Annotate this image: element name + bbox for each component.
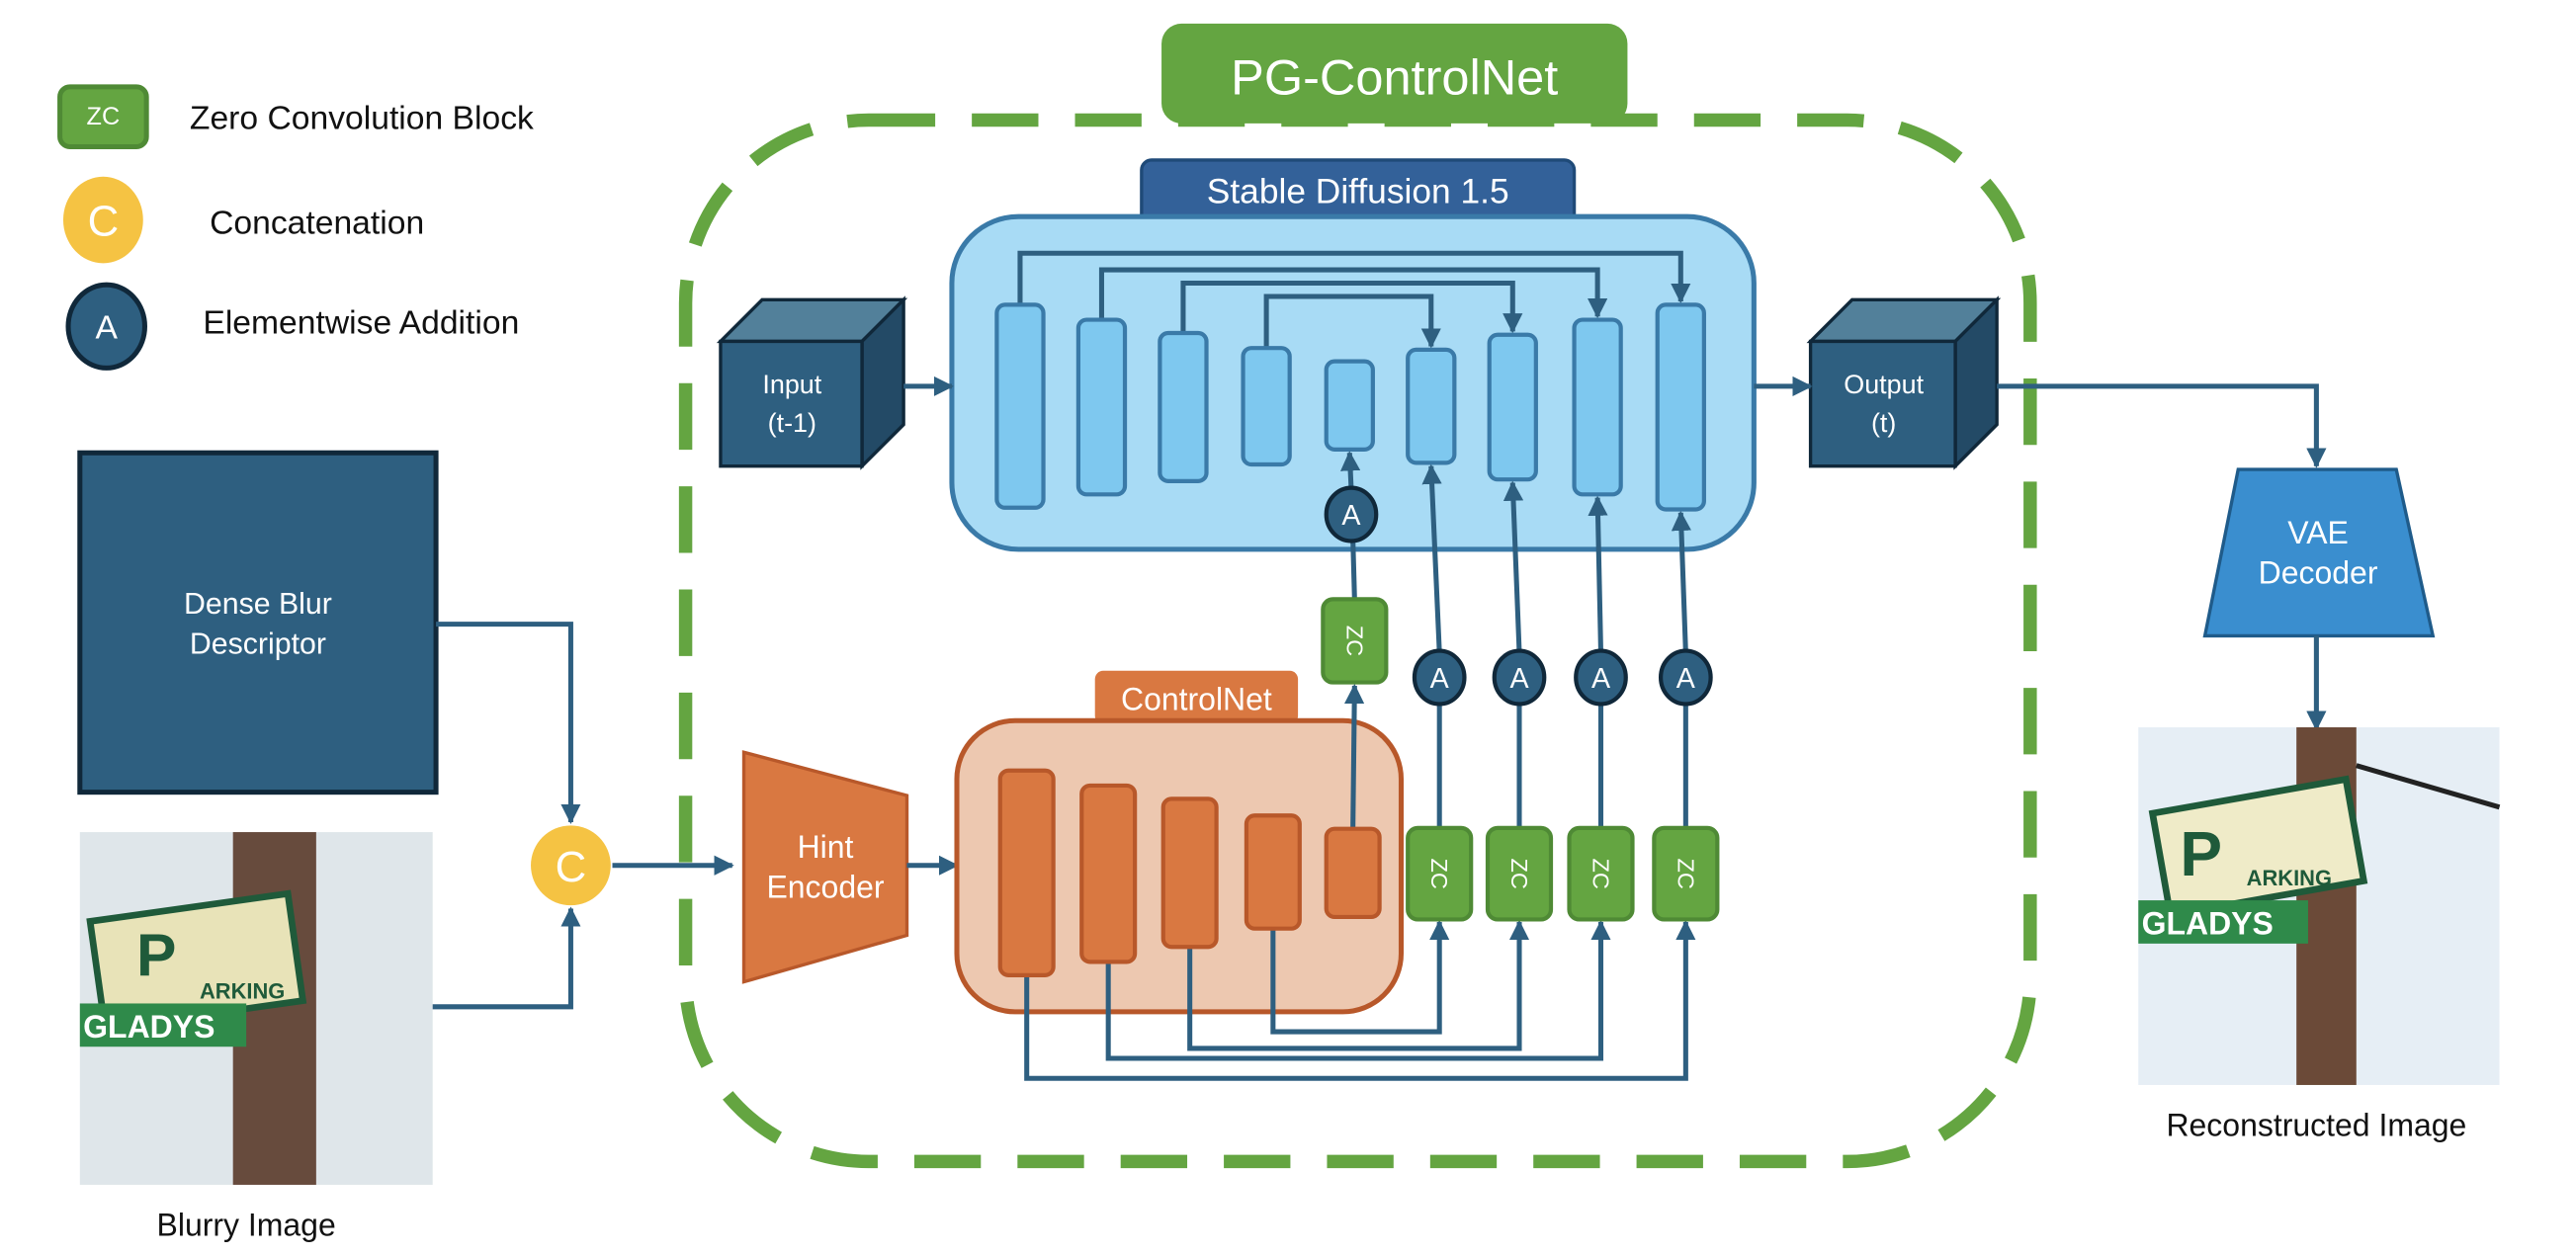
mid-to-zc-arrow — [1344, 683, 1365, 829]
controlnet-skip-arrow — [1270, 919, 1450, 1035]
dense-blur-label-1: Dense Blur — [184, 588, 332, 621]
image-to-concat-arrow — [432, 906, 581, 1010]
zero-conv-block — [1485, 825, 1554, 922]
add-symbol: A — [1341, 500, 1361, 532]
controlnet-block — [1079, 783, 1138, 964]
sd-unet-block — [994, 302, 1046, 510]
zero-conv-block — [1652, 825, 1720, 922]
blurry-image-caption: Blurry Image — [157, 1207, 336, 1242]
sign-text: ARKING — [200, 978, 285, 1003]
blurry-image: P ARKING GLADYS — [79, 832, 433, 1185]
controlnet-block — [997, 768, 1056, 977]
legend-add-icon — [65, 282, 147, 371]
add-to-sd-arrow — [1671, 510, 1692, 653]
zc-to-add-line — [1350, 539, 1357, 600]
diagram-title: PG-ControlNet — [1231, 48, 1558, 105]
controlnet-skip-arrow — [1024, 919, 1696, 1081]
dbd-to-concat-arrow — [436, 622, 581, 824]
input-label-1: Input — [762, 370, 821, 399]
legend-add-label: Elementwise Addition — [203, 304, 519, 341]
vae-label-1: VAE — [2287, 515, 2349, 550]
street-sign-text: GLADYS — [2142, 906, 2274, 942]
output-label-1: Output — [1844, 370, 1924, 399]
controlnet-block — [1160, 796, 1219, 950]
legend-concat-symbol: C — [88, 198, 120, 246]
skip-connection-arrow — [1263, 293, 1441, 349]
add-node — [1324, 485, 1379, 544]
legend-zc-symbol: ZC — [87, 103, 121, 130]
add-to-sd-arrow — [1588, 495, 1608, 653]
zero-conv-block — [1406, 825, 1474, 922]
controlnet-layer: ZC A ZC A ZC A ZC A ZC A — [997, 451, 1720, 1081]
output-label-2: (t) — [1871, 408, 1896, 438]
controlnet-block — [1324, 826, 1382, 920]
sign-text: ARKING — [2247, 866, 2332, 890]
sign-letter: P — [2180, 818, 2222, 889]
sd-unet-block — [1158, 330, 1209, 483]
skip-connection-arrow — [1098, 267, 1608, 320]
sd-unet-block — [1487, 332, 1538, 482]
zero-conv-label: ZC — [1506, 858, 1532, 888]
legend-concat-label: Concatenation — [210, 205, 424, 241]
output-to-vae-arrow — [1997, 383, 2327, 468]
sd-unet-block — [1572, 317, 1623, 497]
zero-conv-label: ZC — [1673, 858, 1698, 888]
concat-symbol: C — [556, 843, 587, 891]
output-cube — [1806, 295, 2002, 470]
controlnet-block — [1244, 813, 1302, 931]
skip-connection-arrow — [1017, 250, 1691, 305]
sd-unet-block — [1075, 317, 1128, 497]
zero-conv-label: ZC — [1341, 626, 1367, 656]
title-tab — [1161, 23, 1628, 124]
dense-blur-label-2: Descriptor — [190, 628, 326, 660]
sign-letter: P — [136, 921, 176, 988]
controlnet-skip-arrow — [1105, 919, 1611, 1061]
add-node — [1412, 648, 1467, 707]
controlnet-tab — [1094, 670, 1299, 724]
legend: ZC Zero Convolution Block C Concatenatio… — [57, 84, 534, 371]
sd-unet-block — [1324, 359, 1375, 452]
legend-zc-label: Zero Convolution Block — [190, 100, 534, 136]
add-symbol: A — [1676, 663, 1696, 695]
add-to-sd-arrow — [1421, 463, 1442, 653]
legend-add-symbol: A — [96, 309, 119, 346]
add-symbol: A — [1430, 663, 1450, 695]
reconstructed-image-caption: Reconstructed Image — [2166, 1107, 2466, 1142]
add-node — [1492, 648, 1547, 707]
controlnet-label: ControlNet — [1121, 681, 1272, 716]
hint-label-2: Encoder — [766, 870, 884, 905]
zero-conv-block — [1567, 825, 1635, 922]
add-symbol: A — [1509, 663, 1529, 695]
sd-unet-block — [1406, 347, 1457, 465]
hint-label-1: Hint — [798, 829, 854, 865]
reconstructed-image: P ARKING GLADYS — [2138, 727, 2501, 1085]
add-symbol: A — [1591, 663, 1611, 695]
sd-label: Stable Diffusion 1.5 — [1207, 172, 1509, 210]
skip-connection-arrow — [1180, 280, 1523, 334]
add-node — [1658, 648, 1713, 707]
sd-unet-block — [1655, 302, 1706, 512]
add-node — [1574, 648, 1628, 707]
input-cube — [716, 295, 908, 470]
legend-concat-icon — [62, 176, 143, 264]
dense-blur-descriptor — [77, 450, 439, 795]
zero-conv-label: ZC — [1426, 858, 1452, 888]
sd-unet-block — [1241, 346, 1292, 467]
concat-node — [531, 825, 611, 906]
hint-encoder — [741, 750, 909, 984]
vae-label-2: Decoder — [2259, 554, 2378, 590]
street-sign-text: GLADYS — [83, 1009, 215, 1045]
sd-blocks — [994, 250, 1706, 512]
add-to-sd-arrow — [1340, 451, 1361, 490]
pg-controlnet-boundary — [678, 113, 2037, 1169]
input-label-2: (t-1) — [768, 408, 816, 438]
add-to-sd-arrow — [1503, 480, 1524, 653]
zero-conv-label: ZC — [1588, 858, 1613, 888]
legend-zc-icon — [57, 84, 149, 150]
zero-conv-block — [1321, 597, 1389, 685]
vae-decoder — [2202, 467, 2436, 638]
controlnet-skip-arrow — [1187, 919, 1530, 1051]
